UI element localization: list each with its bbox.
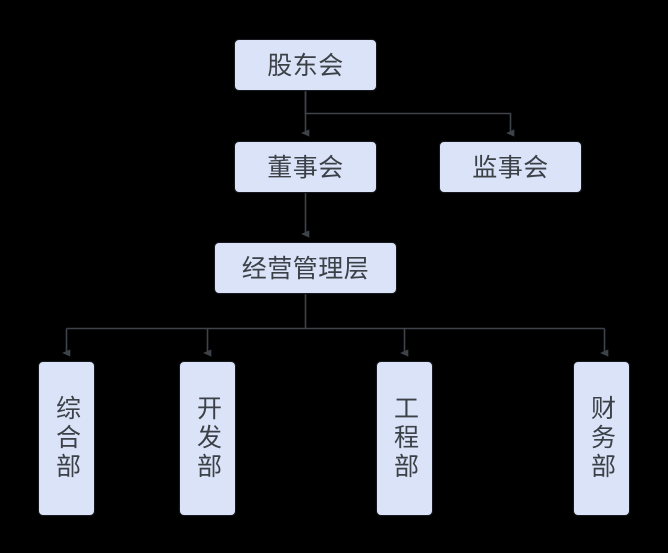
node-board-of-supervisors[interactable]: 监事会 — [439, 141, 582, 193]
node-dept-finance-label: 财务部 — [587, 395, 617, 482]
node-board-of-directors-label: 董事会 — [267, 152, 344, 182]
node-management[interactable]: 经营管理层 — [214, 242, 397, 294]
node-board-of-supervisors-label: 监事会 — [472, 152, 549, 182]
node-dept-engineering-label: 工程部 — [390, 395, 420, 482]
node-dept-development-label: 开发部 — [193, 395, 223, 482]
node-shareholders-label: 股东会 — [267, 50, 344, 80]
node-dept-general-label: 综合部 — [52, 395, 82, 482]
node-management-label: 经营管理层 — [241, 253, 370, 283]
edge-shareholders-to-board-of-supervisors — [304, 91, 515, 137]
node-dept-development[interactable]: 开发部 — [179, 361, 236, 516]
node-dept-finance[interactable]: 财务部 — [573, 361, 630, 516]
node-dept-general[interactable]: 综合部 — [38, 361, 95, 516]
node-dept-engineering[interactable]: 工程部 — [376, 361, 433, 516]
node-shareholders[interactable]: 股东会 — [234, 39, 377, 91]
node-board-of-directors[interactable]: 董事会 — [234, 141, 377, 193]
